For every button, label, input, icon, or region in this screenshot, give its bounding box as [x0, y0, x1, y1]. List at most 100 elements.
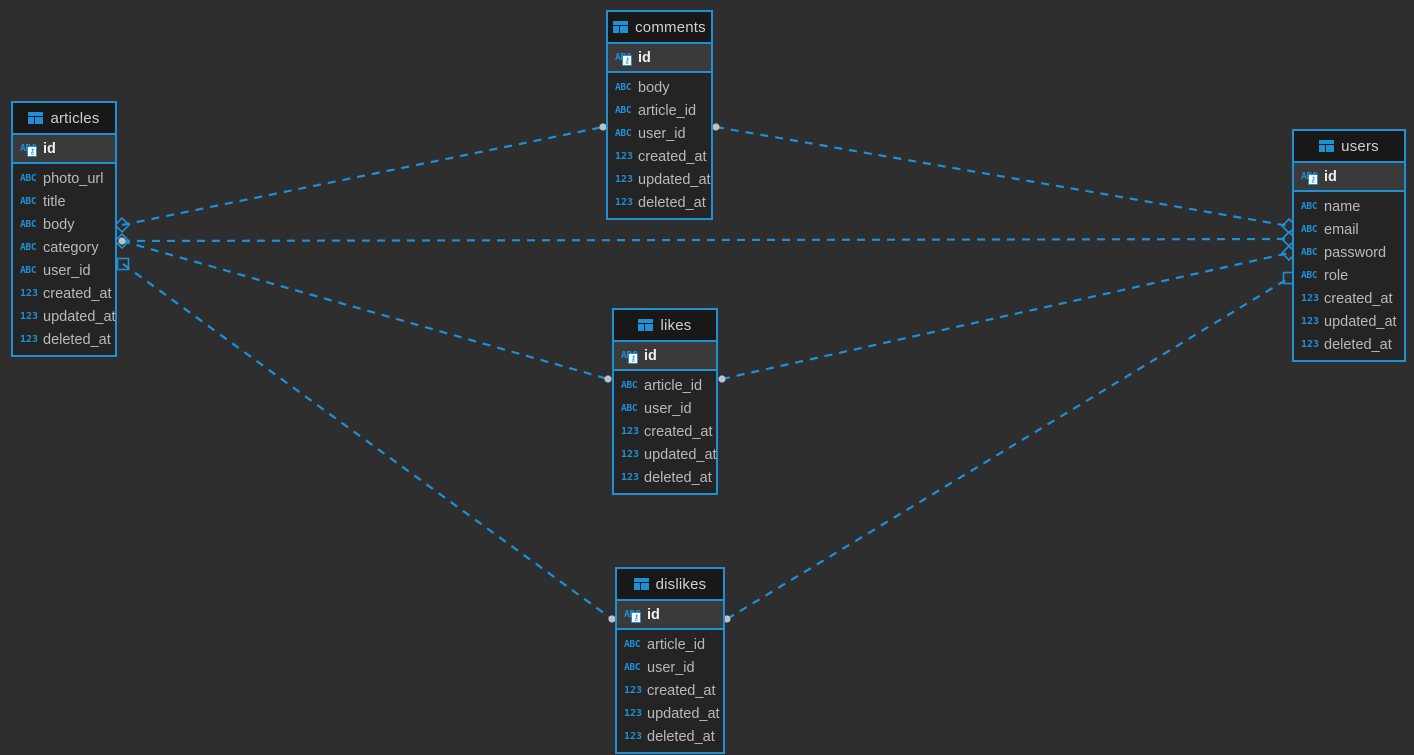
column-name: body — [638, 79, 670, 96]
number-type-icon: 123 — [615, 150, 634, 162]
column-name: user_id — [638, 125, 686, 142]
relationship-endpoint-articles — [113, 232, 131, 250]
entity-table-users[interactable]: usersABC⚷idABCnameABCemailABCpasswordABC… — [1292, 129, 1406, 362]
relationship-articles-users[interactable] — [121, 237, 1290, 243]
column-row[interactable]: ABC title — [13, 190, 115, 213]
number-type-icon: 123 — [1301, 292, 1320, 304]
text-type-icon: ABC — [615, 127, 632, 139]
text-type-icon: ABC — [1301, 269, 1318, 281]
column-row[interactable]: ABC article_id — [608, 99, 711, 122]
column-name: created_at — [43, 285, 112, 302]
number-type-icon: 123 — [621, 471, 640, 483]
entity-header-dislikes[interactable]: dislikes — [617, 569, 723, 601]
primary-key-row[interactable]: ABC⚷id — [1294, 163, 1404, 192]
column-name: updated_at — [1324, 313, 1397, 330]
column-row[interactable]: ABC user_id — [614, 397, 716, 420]
column-row[interactable]: ABC user_id — [608, 122, 711, 145]
relationship-articles-likes[interactable] — [121, 239, 609, 381]
relationship-comments-users[interactable] — [715, 125, 1290, 228]
text-type-icon: ABC — [621, 402, 638, 414]
relationship-line — [715, 125, 1290, 228]
text-type-icon: ABC — [615, 104, 632, 116]
entity-header-comments[interactable]: comments — [608, 12, 711, 44]
column-name: deleted_at — [638, 194, 706, 211]
column-name: category — [43, 239, 99, 256]
column-row[interactable]: ABC category — [13, 236, 115, 259]
entity-title: likes — [660, 316, 692, 334]
text-type-icon: ABC — [20, 195, 37, 207]
primary-key-row[interactable]: ABC⚷id — [617, 601, 723, 630]
text-type-icon: ABC⚷ — [1301, 170, 1319, 185]
relationship-endpoint-comments — [712, 123, 720, 131]
primary-key-row[interactable]: ABC⚷ id — [13, 135, 115, 164]
entity-header-articles[interactable]: articles — [13, 103, 115, 135]
relationship-line — [726, 277, 1290, 620]
column-name: article_id — [647, 636, 706, 653]
column-name: deleted_at — [647, 728, 715, 745]
number-type-icon: 123 — [20, 333, 39, 345]
relationship-endpoint-articles — [113, 216, 131, 234]
column-name: article_id — [638, 102, 697, 119]
relationship-articles-comments[interactable] — [121, 125, 604, 227]
primary-key-row[interactable]: ABC⚷id — [614, 342, 716, 371]
column-row[interactable]: ABC role — [1294, 264, 1404, 287]
relationship-dislikes-users[interactable] — [726, 277, 1290, 620]
text-type-icon: ABC — [20, 218, 37, 230]
primary-key-row[interactable]: ABC⚷id — [608, 44, 711, 73]
column-name: title — [43, 193, 66, 210]
column-name: role — [1324, 267, 1349, 284]
relationship-likes-users[interactable] — [721, 251, 1290, 381]
column-name: updated_at — [647, 705, 720, 722]
text-type-icon: ABC — [20, 241, 37, 253]
entity-table-likes[interactable]: likesABC⚷idABCarticle_idABCuser_id123cre… — [612, 308, 718, 495]
column-name: article_id — [644, 377, 703, 394]
column-name: user_id — [43, 262, 91, 279]
entity-header-likes[interactable]: likes — [614, 310, 716, 342]
relationship-articles-dislikes[interactable] — [122, 263, 613, 620]
column-name: id — [43, 140, 56, 157]
entity-table-dislikes[interactable]: dislikesABC⚷idABCarticle_idABCuser_id123… — [615, 567, 725, 754]
column-name: updated_at — [43, 308, 116, 325]
relationship-line — [121, 239, 609, 381]
entity-table-comments[interactable]: commentsABC⚷idABCbodyABCarticle_idABCuse… — [606, 10, 713, 220]
relationship-endpoint-likes — [604, 375, 612, 383]
text-type-icon: ABC — [1301, 223, 1318, 235]
number-type-icon: 123 — [624, 684, 643, 696]
table-icon — [613, 21, 629, 33]
primary-key-icon: ⚷ — [631, 611, 641, 623]
text-type-icon: ABC⚷ — [20, 142, 38, 157]
column-name: user_id — [644, 400, 692, 417]
relationship-line — [121, 237, 1290, 243]
entity-header-users[interactable]: users — [1294, 131, 1404, 163]
column-name: created_at — [644, 423, 713, 440]
